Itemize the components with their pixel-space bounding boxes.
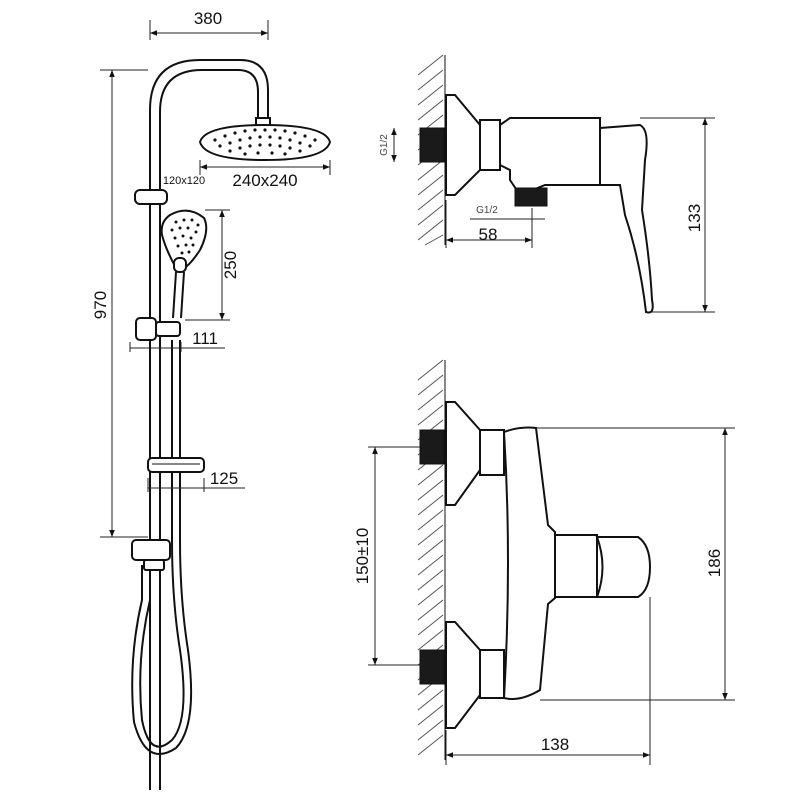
slider-offset-label: 111 [192,329,218,348]
width-label: 380 [194,9,222,28]
hand-shower [160,209,208,319]
upper-nut [479,429,505,476]
overhead-size-label: 240x240 [232,171,297,190]
dimension-138: 138 [445,597,651,765]
dimension-133: 133 [640,117,715,313]
mixer-body-side [499,117,601,197]
dimension-150: 150±10 [353,446,420,666]
holder-size-label: 120x120 [163,175,205,187]
upper-flange [445,401,481,506]
dimension-380: 380 [149,9,269,40]
overhead-shower-head [198,117,332,162]
inlet-thread-side [419,127,445,163]
upper-inlet-thread [419,429,445,465]
nozzle-dots [213,128,317,156]
soap-dish-label: 125 [210,469,238,488]
mixer-body-front [502,426,556,700]
nut-side [479,119,501,171]
centers-label: 150±10 [353,528,372,585]
projection-label: 138 [541,735,569,754]
wall-flange-side [445,94,481,196]
lower-inlet-thread [419,649,445,685]
dimension-186: 186 [536,427,735,701]
shower-hose [131,340,193,755]
diverter-block [134,189,168,205]
outlet-thread [514,187,548,207]
mixer-front-view: 150±10 186 138 [353,359,735,765]
soap-dish [147,457,205,473]
slider-bracket [135,317,181,341]
dimension-970: 970 [91,69,148,538]
lower-nut [479,649,505,699]
outlet-thread-label: G1/2 [476,205,498,216]
dimension-240x240: 240x240 [199,160,331,190]
total-height-label: 970 [91,291,110,319]
dimension-125: 125 [147,469,245,492]
lever-cap-front [595,536,652,598]
dimension-250: 250 [185,209,240,321]
inlet-thread-label: G1/2 [379,134,390,156]
mixer-side-view: G1/2 G1/2 58 133 [379,54,715,314]
cartridge-housing [554,534,598,598]
side-height-label: 133 [685,204,704,232]
front-height-label: 186 [705,549,724,577]
shower-column-drawing: 380 240x240 120x120 970 250 111 [91,9,332,790]
lever-handle-side [599,123,654,314]
dimension-58: 58 [445,200,533,248]
dimension-111: 111 [129,329,225,352]
lower-flange [445,621,481,729]
handshower-length-label: 250 [221,251,240,279]
wall-hatch-bottom [417,359,446,760]
bottom-connector [131,539,171,790]
side-depth-label: 58 [479,225,498,244]
